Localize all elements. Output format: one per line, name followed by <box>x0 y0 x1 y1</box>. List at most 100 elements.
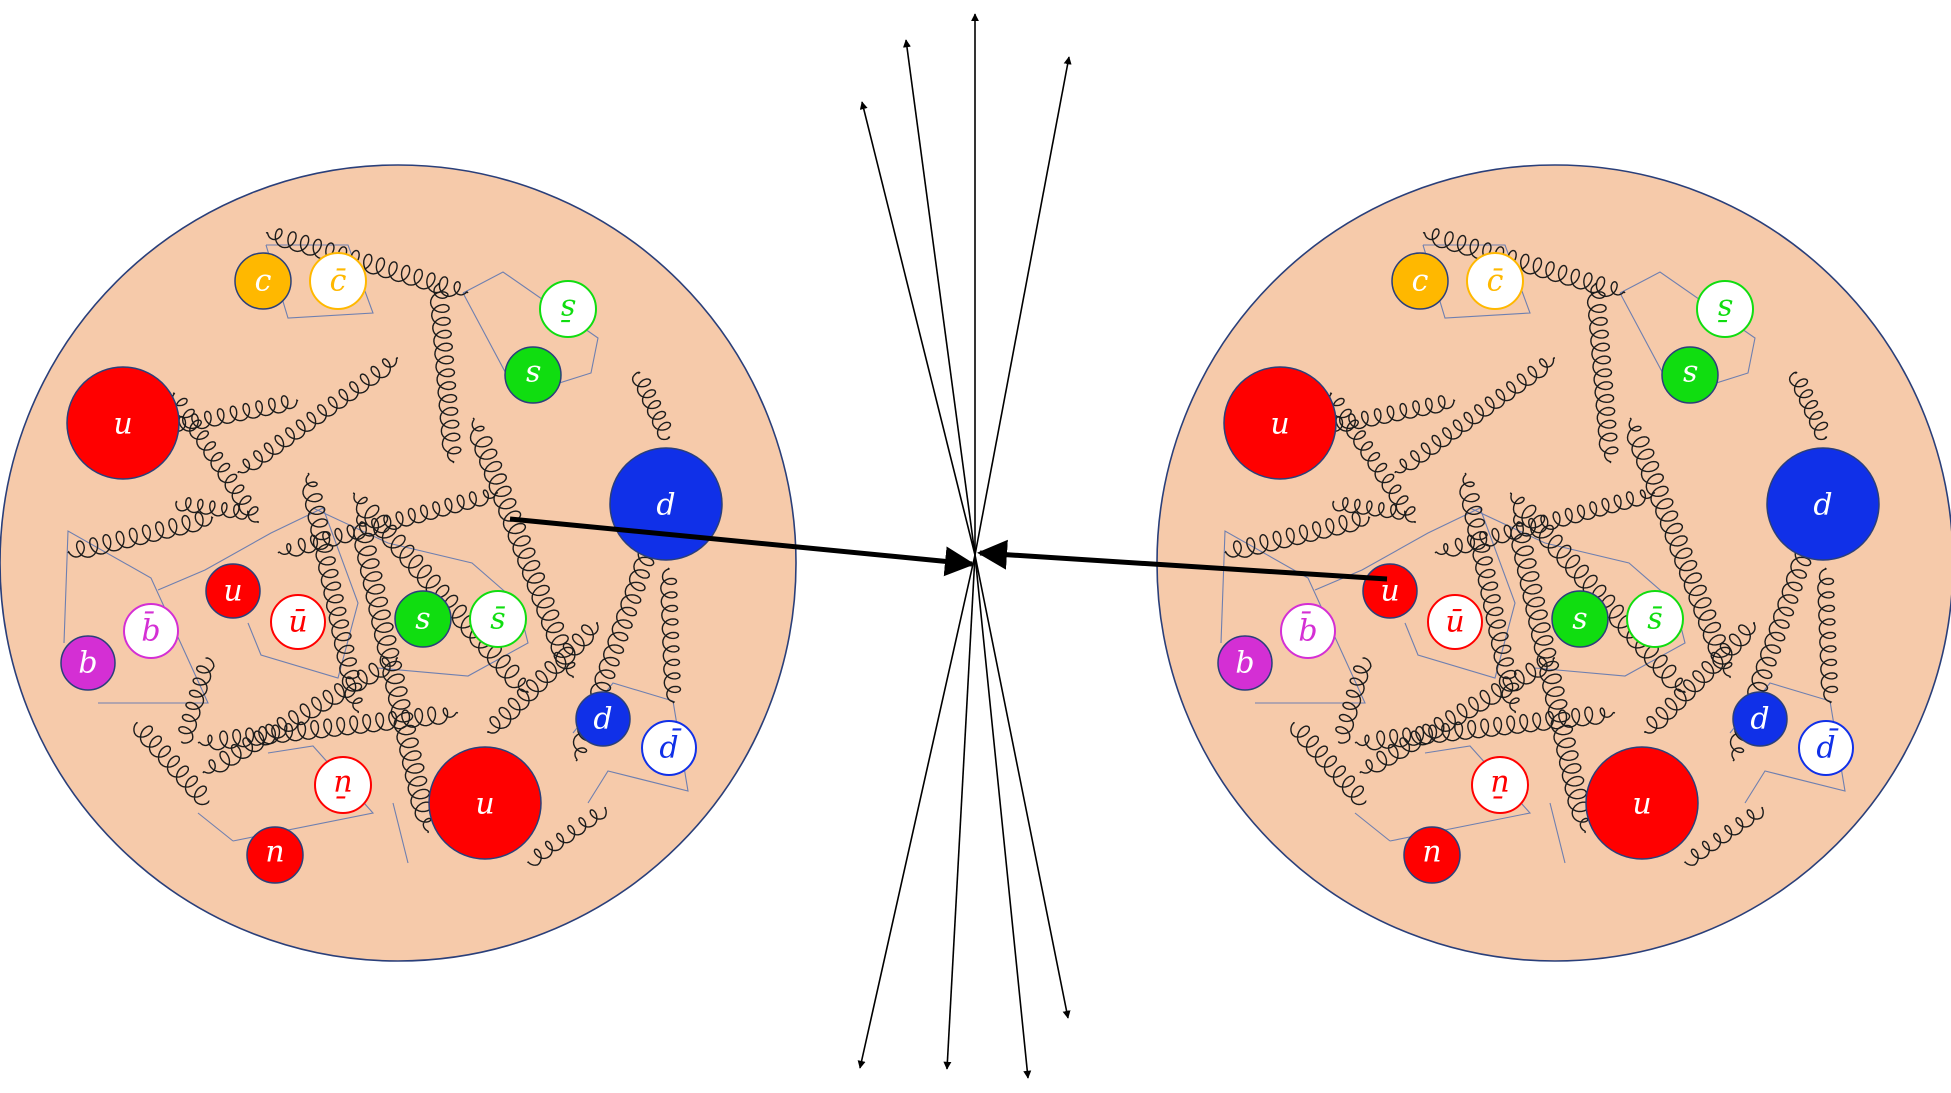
c-antiquark: c̄ <box>309 252 367 310</box>
b-antiquark-disc <box>1280 603 1336 659</box>
color-flow-line <box>197 812 234 842</box>
parton-arrow-right <box>977 539 1388 582</box>
d-antiquark: d̄ <box>1798 720 1854 776</box>
u-sea-quark: u <box>205 563 261 619</box>
gluon-spring-icon <box>1422 228 1626 298</box>
c-antiquark-label: c̄ <box>1487 263 1504 298</box>
s-quark: s <box>1661 346 1719 404</box>
d-antiquark-label: d̄ <box>659 728 681 766</box>
color-flow-line <box>1314 507 1516 679</box>
color-flow-line <box>63 530 209 704</box>
d-valence-disc <box>1766 447 1880 561</box>
u-sea-antiquark-label: ū <box>333 768 352 803</box>
c-antiquark-label: c̄ <box>330 263 347 298</box>
gluon-spring-icon <box>1586 282 1619 464</box>
u-sea-antiquark-disc <box>1471 756 1529 814</box>
u-valence-2: u <box>428 746 542 860</box>
gluon-spring-icon <box>631 371 672 441</box>
s-sea-antiquark: s̄ <box>1626 590 1684 648</box>
b-antiquark: b̄ <box>1280 603 1336 659</box>
u-valence-2-disc <box>428 746 542 860</box>
gluon-spring-icon <box>1359 657 1555 774</box>
proton-body <box>1156 164 1951 962</box>
s-sea-quark-disc <box>1551 590 1609 648</box>
u-sea-quark: u <box>1362 563 1418 619</box>
s-antiquark-label: s̄ <box>560 292 575 327</box>
jet-track <box>974 554 1071 1019</box>
u-sea-quark-2-disc <box>1403 826 1461 884</box>
color-flow-line <box>157 507 359 679</box>
gluon-spring-icon <box>527 806 607 866</box>
u-valence-label: u <box>113 407 132 442</box>
s-sea-antiquark: s̄ <box>469 590 527 648</box>
c-quark-label: c <box>255 263 272 298</box>
gluon-spring-icon <box>429 282 462 464</box>
u-sea-quark-disc <box>205 563 261 619</box>
u-sea-antiquark-disc <box>314 756 372 814</box>
d-valence-label: d <box>656 488 675 523</box>
u-sea-quark-label: u <box>1380 573 1399 608</box>
u-antiquark: ū <box>1427 594 1483 650</box>
u-valence-2-label: u <box>1632 787 1651 822</box>
outgoing-particle-jets <box>857 13 1072 1079</box>
d-sea-quark-label: d <box>1750 701 1769 736</box>
u-sea-quark-2-label: u <box>1422 838 1441 873</box>
gluon-spring-icon <box>1788 371 1829 441</box>
color-flow-line <box>392 802 409 864</box>
s-antiquark-label: s̄ <box>1717 292 1732 327</box>
d-sea-quark: d <box>575 691 631 747</box>
u-sea-antiquark: ū <box>1471 756 1529 814</box>
s-quark: s <box>504 346 562 404</box>
u-valence-label: u <box>1270 407 1289 442</box>
jet-track <box>902 39 976 556</box>
gluon-spring-icon <box>133 721 210 806</box>
u-valence-2: u <box>1585 746 1699 860</box>
color-flow-line <box>1354 812 1391 842</box>
c-quark-label: c <box>1412 263 1429 298</box>
u-valence-disc <box>66 366 180 480</box>
s-sea-quark-disc <box>394 590 452 648</box>
gluon-spring-icon <box>1510 512 1590 834</box>
u-sea-antiquark: ū <box>314 756 372 814</box>
c-antiquark-disc <box>309 252 367 310</box>
b-quark: b <box>60 635 116 691</box>
s-sea-antiquark-label: s̄ <box>1647 601 1662 636</box>
d-sea-quark-disc <box>575 691 631 747</box>
d-valence: d <box>609 447 723 561</box>
jet-track <box>859 101 976 556</box>
s-antiquark: s̄ <box>539 280 597 338</box>
gluon-spring-icon <box>1332 496 1406 520</box>
b-quark-disc <box>1217 635 1273 691</box>
d-antiquark-label: d̄ <box>1816 728 1838 766</box>
gluon-spring-icon <box>1328 392 1416 524</box>
u-sea-quark-2-label: u <box>265 838 284 873</box>
gluon-spring-icon <box>1290 721 1367 806</box>
d-antiquark-disc <box>641 720 697 776</box>
b-antiquark-label: b̄ <box>141 611 160 649</box>
s-antiquark-disc <box>539 280 597 338</box>
gluon-spring-icon <box>237 357 398 474</box>
u-valence: u <box>66 366 180 480</box>
u-sea-quark-label: u <box>223 573 242 608</box>
gluon-spring-icon <box>1224 511 1371 558</box>
u-antiquark: ū <box>270 594 326 650</box>
s-quark-label: s <box>525 358 540 393</box>
d-sea-quark-label: d <box>593 701 612 736</box>
jet-track <box>857 554 976 1069</box>
d-valence-label: d <box>1813 488 1832 523</box>
s-sea-quark-label: s <box>415 601 430 636</box>
incoming-parton-arrows <box>509 516 1388 582</box>
u-sea-quark-2: u <box>246 826 304 884</box>
gluon-spring-icon <box>202 657 398 774</box>
b-quark-disc <box>60 635 116 691</box>
s-sea-antiquark-label: s̄ <box>490 601 505 636</box>
c-quark-disc <box>234 252 292 310</box>
color-flow-line <box>1549 802 1566 864</box>
gluon-spring-icon <box>1326 395 1456 432</box>
u-antiquark-label: ū <box>1445 604 1464 639</box>
d-sea-quark-disc <box>1732 691 1788 747</box>
gluon-spring-icon <box>469 417 576 679</box>
c-antiquark-disc <box>1466 252 1524 310</box>
u-valence-2-disc <box>1585 746 1699 860</box>
c-quark: c <box>1391 252 1449 310</box>
